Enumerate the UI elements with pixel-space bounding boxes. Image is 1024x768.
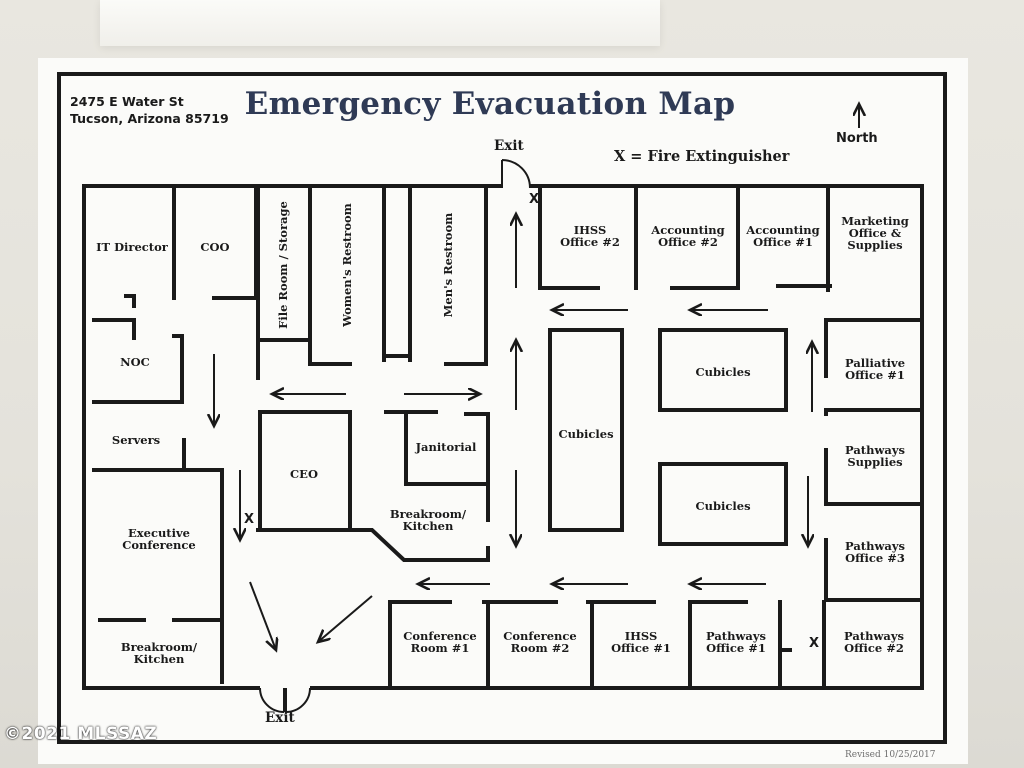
room-cubicles-center: Cubicles: [558, 427, 614, 441]
wall: [98, 468, 224, 684]
map-title: Emergency Evacuation Map: [244, 86, 736, 122]
room-marketing-office: Marketing Office & Supplies: [841, 214, 909, 252]
outer-wall: [82, 184, 924, 690]
wall: [384, 410, 490, 486]
room-pathways-office-3: Pathways Office #3: [845, 539, 905, 565]
cubicles-center-block: [548, 328, 624, 532]
wall: [444, 184, 488, 366]
room-conference-room-1: Conference Room #1: [403, 629, 477, 655]
room-accounting-office-2: Accounting Office #2: [651, 223, 725, 249]
wall: [256, 410, 490, 562]
copyright-watermark: ©2021 MLSSAZ: [4, 724, 158, 744]
building-address: 2475 E Water St Tucson, Arizona 85719: [70, 93, 229, 127]
bottom-exit-label: Exit: [265, 710, 295, 726]
room-mens-restroom: Men's Restroom: [441, 212, 455, 318]
address-street: 2475 E Water St: [70, 94, 184, 109]
room-palliative-office-1: Palliative Office #1: [844, 356, 906, 382]
room-pathways-office-1: Pathways Office #1: [706, 629, 766, 655]
wall: [382, 184, 412, 362]
room-coo: COO: [200, 240, 230, 254]
room-ihss-office-1: IHSS Office #1: [611, 629, 671, 655]
room-pathways-office-2: Pathways Office #2: [844, 629, 904, 655]
room-conference-room-2: Conference Room #2: [503, 629, 577, 655]
room-breakroom-kitchen-left: Breakroom/ Kitchen: [120, 640, 198, 666]
north-label: North: [836, 131, 878, 146]
room-accounting-office-1: Accounting Office #1: [746, 223, 820, 249]
wall: [256, 184, 352, 380]
wall: [92, 438, 224, 472]
room-file-room: File Room / Storage: [276, 201, 290, 329]
room-servers: Servers: [111, 433, 161, 447]
evac-arrow: [318, 595, 373, 642]
bottom-exit-door-left: [259, 687, 285, 713]
room-womens-restroom: Women's Restroom: [340, 203, 354, 327]
room-executive-conference: Executive Conference: [122, 526, 196, 552]
room-noc: NOC: [120, 355, 150, 369]
fire-extinguisher-mark: X: [244, 512, 255, 527]
fire-extinguisher-mark: X: [809, 636, 820, 651]
extinguisher-legend: X = Fire Extinguisher: [614, 148, 790, 165]
map-border: [57, 72, 947, 744]
ceiling-light-panel: [100, 0, 660, 46]
room-it-director: IT Director: [96, 240, 168, 254]
wall: [538, 184, 832, 292]
bottom-exit-door-right: [285, 687, 311, 713]
room-cubicles-top: Cubicles: [695, 365, 751, 379]
room-ihss-office-2: IHSS Office #2: [560, 223, 620, 249]
room-pathways-supplies: Pathways Supplies: [845, 443, 905, 469]
wall: [388, 600, 826, 690]
wall: [92, 334, 184, 404]
top-exit-label: Exit: [494, 138, 524, 154]
revised-date: Revised 10/25/2017: [845, 750, 936, 760]
room-cubicles-bottom: Cubicles: [695, 499, 751, 513]
room-janitorial: Janitorial: [415, 440, 477, 454]
wall: [92, 294, 136, 340]
room-breakroom-kitchen-center: Breakroom/ Kitchen: [389, 507, 467, 533]
address-city: Tucson, Arizona 85719: [70, 111, 229, 126]
cubicles-bottom-block: [658, 462, 788, 546]
evac-arrow: [249, 581, 276, 650]
fire-extinguisher-mark: X: [529, 192, 540, 207]
wall: [824, 318, 924, 602]
room-ceo: CEO: [290, 467, 318, 481]
cubicles-top-block: [658, 328, 788, 412]
top-exit-door: [501, 159, 531, 189]
